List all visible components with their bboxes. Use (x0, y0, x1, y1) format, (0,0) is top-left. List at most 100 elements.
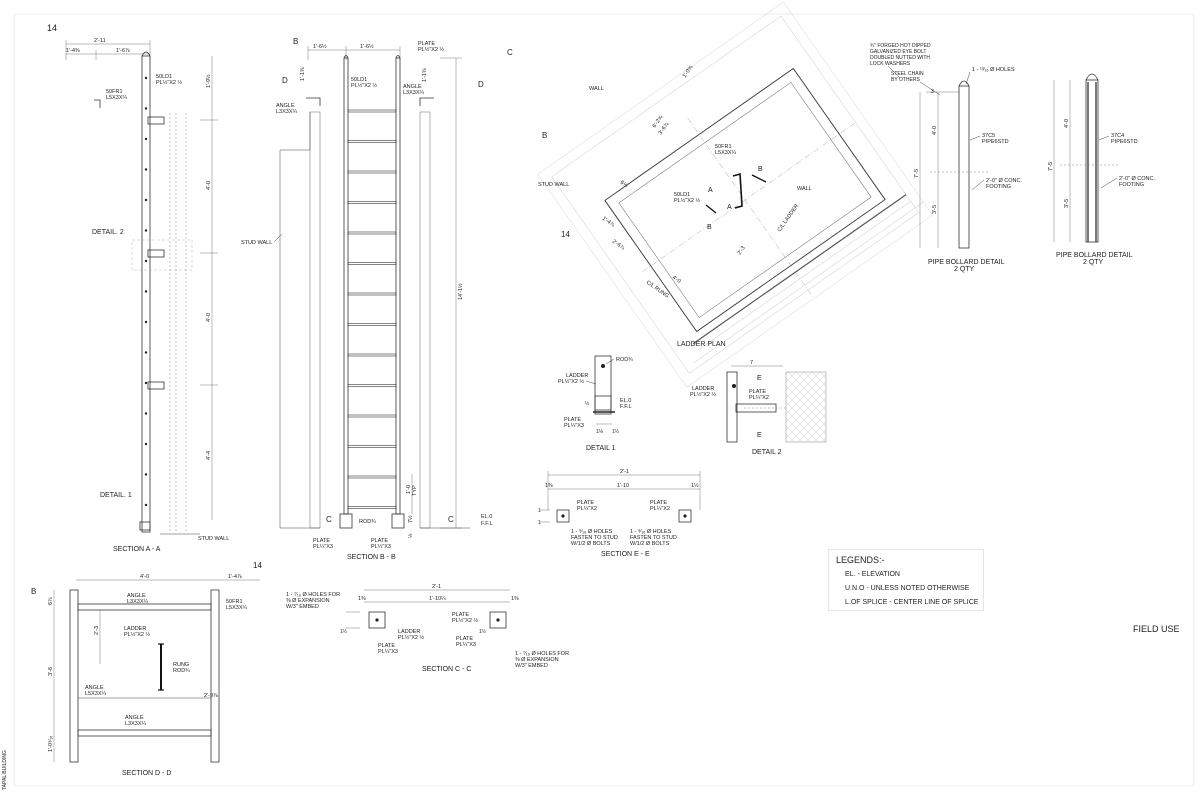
d1-ffl: F.F.L (620, 404, 632, 410)
bb-plate-top: PLATE (418, 41, 435, 47)
bb-typ: TYP (412, 485, 418, 496)
aa-rung-dot (144, 168, 148, 171)
b1-note-eye: ¾" FORGED HOT DIPPED (870, 43, 931, 49)
d2-dim: 7 (750, 360, 753, 366)
vertical-note: TAPAL BUILDING (2, 750, 8, 790)
aa-rung-dot (144, 381, 148, 385)
aa-dim-top: 1'-9½ (205, 74, 212, 88)
aa-rung-dot (144, 351, 148, 354)
cc-plate-left (368, 611, 386, 629)
cc-note-l2: ⅜ Ø EXPANSION (286, 598, 330, 604)
bb-dim-bot: 7½ (407, 515, 414, 523)
aa-title: SECTION A - A (113, 546, 161, 553)
aa-dim-left: 1'-4⅜ (66, 48, 80, 54)
section-e-e: 2'-1 1⅜ 1'-10 1½ 1 1 PLATE PL¼"X2 PLATE … (538, 469, 701, 558)
dd-fr1: 50FR1 (226, 599, 243, 605)
bb-dim-rung: 1'-0 (406, 485, 412, 494)
ee-note-r2: FASTEN TO STUD (630, 535, 677, 541)
aa-bracket-top (147, 116, 165, 125)
bb-rungs (347, 109, 397, 509)
b1-mark: 37C5 (982, 133, 995, 139)
bb-rod: ROD¾ (359, 519, 376, 525)
sheet-number: 14 (47, 23, 57, 33)
ee-plate-r: PLATE (650, 500, 667, 506)
aa-fr1: 50FR1 (106, 89, 123, 95)
dd-angle-bot: ANGLE (125, 715, 144, 721)
aa-dim-overall: 2'-11 (94, 38, 106, 44)
bb-rung (347, 323, 397, 326)
dd-ladder: LADDER (124, 626, 146, 632)
bb-plate-br: PLATE (371, 538, 388, 544)
plan-dim-4: 6⅛ (619, 180, 629, 190)
plan-title: LADDER PLAN (677, 341, 726, 348)
dd-top-angle (77, 603, 212, 611)
dd-marker-14: 14 (253, 561, 262, 570)
aa-bracket-bot (147, 381, 165, 390)
aa-rung-dot (144, 137, 148, 141)
aa-base-plate (139, 521, 151, 531)
b1-dim-75: 7'-5 (914, 169, 920, 178)
ee-plate-l-size: PL¼"X2 (577, 506, 597, 512)
dd-dim-mid: 3'-6 (48, 667, 54, 676)
plan-dim-6: 2'-6⅞ (611, 239, 626, 252)
b1-note-eye2: GALVANIZED EYE BOLT (870, 49, 926, 55)
section-b-b: B D D C C C 1'-6½ 1'-6½ (241, 37, 513, 561)
ee-note-l2: FASTEN TO STUD (571, 535, 618, 541)
plan-wall-top: WALL (589, 86, 604, 92)
aa-rung-dot (144, 76, 148, 80)
bb-rung (347, 445, 397, 448)
aa-detail1-label: DETAIL. 1 (100, 492, 132, 499)
bb-angle-right (419, 97, 434, 106)
b1-pipe (958, 85, 970, 249)
d2-plate-label: PLATE (749, 389, 766, 395)
bb-marker-c-right: C (448, 515, 454, 524)
bb-angle-r: ANGLE (403, 84, 422, 90)
aa-rung-dot (144, 198, 148, 202)
bb-dim-overall: 14'-1½ (457, 283, 464, 300)
field-use-label: FIELD USE (1133, 624, 1180, 634)
bb-rung (347, 292, 397, 296)
aa-rung-dot (144, 107, 148, 110)
section-d-d: B 14 4'-0 1'-4⅞ 6⅞ 3'-6 1'-0⁹⁄₁₆ 2'-3 2'… (31, 561, 262, 777)
detail-2: 7 LADDER PL½"X2 ½ PLATE PL¼"X2 E E DETAI… (690, 360, 827, 456)
d1-ladder: LADDER (566, 373, 588, 379)
b1-note-eye4: LOCK WASHERS (870, 61, 911, 67)
bb-title: SECTION B - B (347, 554, 396, 561)
bb-rung (347, 353, 397, 357)
cc-note-r3: W/3" EMBED (515, 663, 548, 669)
bb-plate-top-size: PL½"X2 ½ (418, 46, 445, 53)
dd-angle-top: ANGLE (127, 593, 146, 599)
plan-dim-1: 1'-0⅝ (682, 64, 695, 79)
cc-ladder: LADDER (398, 629, 420, 635)
dd-right-post (210, 589, 220, 763)
dd-left-post (69, 589, 79, 763)
aa-rung-dot (144, 290, 148, 293)
b2-qty: 2 QTY (1083, 259, 1104, 266)
d1-ladder-rail (594, 355, 612, 415)
bb-dim-top-left: 1'-1⅜ (300, 67, 306, 81)
b1-holes: 1 - ¹³⁄₁₆ Ø HOLES (972, 67, 1015, 73)
d2-ladder-size: PL½"X2 ½ (690, 391, 717, 398)
d2-ladder (726, 371, 738, 443)
bb-angle-l: ANGLE (276, 103, 295, 109)
plan-marker-14: 14 (561, 230, 570, 239)
d2-plate-size: PL¼"X2 (749, 395, 769, 401)
dd-angle-l-size: L5X3X¼ (85, 691, 107, 697)
ee-dim-overall: 2'-1 (620, 469, 629, 475)
b2-pipe (1085, 79, 1099, 243)
d1-dim-1: 1⅛ (596, 429, 604, 435)
d2-title: DETAIL 2 (752, 449, 782, 456)
bb-rung (347, 140, 397, 143)
bb-rung (347, 262, 397, 265)
plan-dim-7: 2'-3 (737, 245, 747, 256)
aa-rung-dot (144, 320, 148, 324)
ee-note-l: 1 - ⁹⁄₁₆ Ø HOLES (571, 528, 613, 535)
legend-item-uno: U.N.O - UNLESS NOTED OTHERWISE (845, 585, 970, 592)
bb-angle-l-size: L3X3X¼ (276, 109, 298, 115)
dd-dim-right: 1'-4⅞ (228, 574, 242, 580)
d1-rod: ROD¾ (616, 357, 633, 363)
ee-dim-l: 1⅜ (545, 483, 553, 489)
bb-rung (347, 170, 397, 174)
plan-ld1: 50LD1 (674, 192, 690, 198)
cc-ladder-size: PL½"X2 ½ (398, 634, 425, 641)
